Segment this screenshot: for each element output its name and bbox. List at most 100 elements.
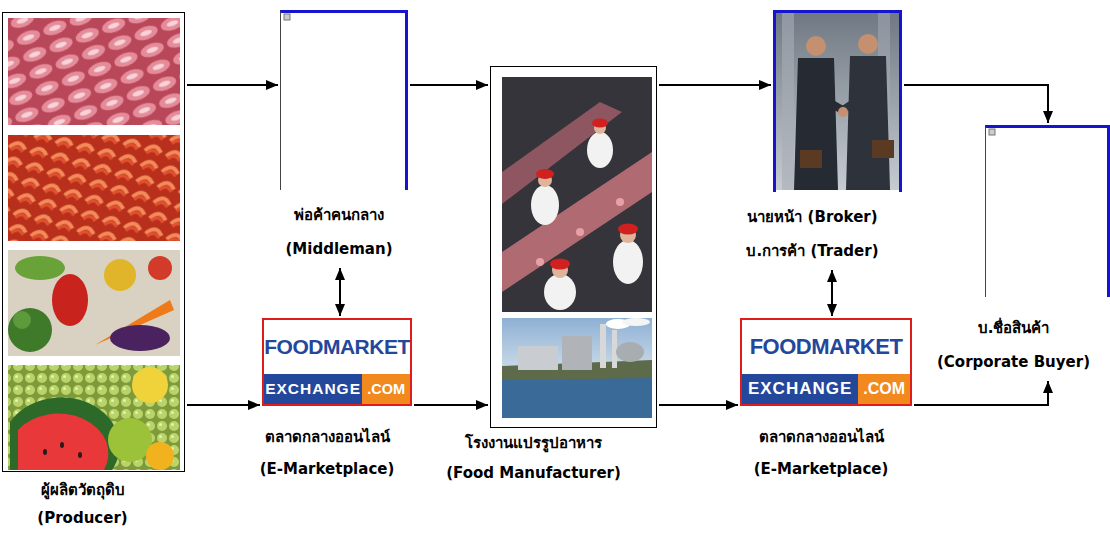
handshake-photo: [806, 36, 826, 56]
logo-word: FOODMARKET: [264, 320, 410, 374]
factory-line-photo: [502, 152, 652, 292]
fruit-photo: [60, 442, 64, 448]
logo-word: EXCHANGE: [742, 374, 858, 404]
meat-photo: [8, 18, 180, 125]
node-caption: บ.ชื่อสินค้า(Corporate Buyer): [925, 297, 1102, 379]
factory-plant-photo: [616, 342, 644, 362]
flow-arrow: [187, 84, 278, 86]
fruit-photo: [18, 414, 108, 470]
vegetable-photo: [8, 250, 180, 356]
picture-frame: [2, 12, 185, 472]
placeholder-icon: [989, 129, 995, 135]
node-label: (Food Manufacturer): [410, 458, 657, 488]
node-label: (Corporate Buyer): [925, 345, 1102, 379]
factory-line-photo: [502, 77, 652, 312]
placeholder-icon: [284, 14, 290, 20]
handshake-photo: [838, 107, 848, 117]
handshake-photo: [800, 150, 822, 168]
node-caption: นายหน้า (Broker)บ.การค้า (Trader): [713, 192, 912, 268]
factory-line-photo: [613, 240, 643, 284]
node-caption: ตลาดกลางออนไลน์(E-Marketplace): [242, 406, 412, 485]
fruit-photo: [8, 365, 180, 470]
flow-arrow: [659, 404, 738, 406]
factory-plant-photo: [600, 324, 606, 368]
factory-line-photo: [502, 77, 652, 312]
vegetable-photo: [110, 325, 170, 351]
factory-line-photo: [536, 258, 544, 266]
flow-arrow: [414, 404, 488, 406]
producer-box: ผู้ผลิตวัตถุดิบ(Producer): [2, 12, 185, 532]
flow-arrow: [339, 268, 341, 316]
node-label: (Middleman): [240, 232, 438, 266]
flow-arrow: [187, 404, 260, 406]
factory-line-photo: [550, 259, 570, 270]
logo-word: .COM: [858, 374, 910, 404]
fruit-photo: [8, 365, 180, 470]
node-label: ตลาดกลางออนไลน์: [242, 421, 412, 453]
factory-plant-photo: [612, 330, 617, 368]
factory-plant-photo: [562, 336, 592, 370]
fruit-photo: [108, 418, 152, 462]
factory-plant-photo: [518, 346, 558, 370]
factory-line-photo: [544, 274, 576, 310]
factory-line-photo: [536, 169, 554, 179]
factory-line-photo: [576, 228, 584, 236]
node-label: ตลาดกลางออนไลน์: [730, 421, 912, 453]
node-label: (E-Marketplace): [242, 453, 412, 485]
node-caption: พ่อค้าคนกลาง(Middleman): [240, 190, 438, 266]
fruit-photo: [146, 442, 174, 470]
emarketplace-box: FOODMARKETEXCHANGE.COMตลาดกลางออนไลน์(E-…: [262, 318, 412, 485]
vegetable-photo: [13, 311, 31, 329]
shrimp-photo: [8, 135, 180, 241]
meat-photo: [8, 18, 180, 125]
factory-plant-photo: [622, 318, 650, 326]
picture-frame: [985, 125, 1110, 297]
flow-arrow: [904, 85, 1048, 123]
broker-box: นายหน้า (Broker)บ.การค้า (Trader): [773, 10, 902, 268]
middleman-box: พ่อค้าคนกลาง(Middleman): [280, 10, 408, 266]
logo-strip: EXCHANGE.COM: [742, 374, 910, 404]
logo-frame: FOODMARKETEXCHANGE.COM: [740, 318, 912, 406]
vegetable-photo: [148, 256, 172, 280]
vegetable-photo: [8, 250, 180, 356]
picture-frame: [773, 10, 902, 192]
flow-arrow: [831, 270, 833, 316]
fruit-photo: [10, 397, 120, 470]
logo-word: FOODMARKET: [742, 320, 910, 374]
node-label: (E-Marketplace): [730, 453, 912, 485]
factory-line-photo: [587, 132, 613, 168]
shrimp-photo: [8, 135, 180, 241]
handshake-photo: [858, 34, 878, 54]
handshake-photo: [794, 58, 838, 190]
buyer-box: บ.ชื่อสินค้า(Corporate Buyer): [985, 125, 1110, 379]
node-label: โรงงานแปรรูปอาหาร: [410, 428, 657, 458]
logo-frame: FOODMARKETEXCHANGE.COM: [262, 318, 412, 406]
handshake-photo: [782, 12, 794, 190]
factory-line-photo: [531, 185, 559, 225]
emarketplace-box: FOODMARKETEXCHANGE.COMตลาดกลางออนไลน์(E-…: [740, 318, 912, 485]
picture-frame: [280, 10, 408, 190]
logo-strip: EXCHANGE.COM: [264, 374, 410, 404]
node-caption: ตลาดกลางออนไลน์(E-Marketplace): [730, 406, 912, 485]
factory-line-photo: [618, 224, 638, 235]
manufacturer-box: โรงงานแปรรูปอาหาร(Food Manufacturer): [490, 66, 657, 488]
flow-arrow: [659, 84, 771, 86]
logo-word: .COM: [362, 374, 410, 404]
factory-plant-photo: [502, 318, 652, 418]
fruit-photo: [132, 367, 168, 403]
node-label: (Producer): [0, 504, 165, 532]
fruit-photo: [78, 452, 82, 458]
vegetable-photo: [104, 259, 136, 291]
picture-frame: [490, 66, 657, 428]
flow-arrow: [410, 84, 488, 86]
flow-arrow: [914, 381, 1048, 405]
node-caption: ผู้ผลิตวัตถุดิบ(Producer): [0, 472, 165, 532]
node-label: พ่อค้าคนกลาง: [240, 198, 438, 232]
handshake-photo: [775, 12, 900, 190]
handshake-photo: [846, 56, 890, 190]
node-caption: โรงงานแปรรูปอาหาร(Food Manufacturer): [410, 428, 657, 488]
vegetable-photo: [52, 274, 88, 326]
